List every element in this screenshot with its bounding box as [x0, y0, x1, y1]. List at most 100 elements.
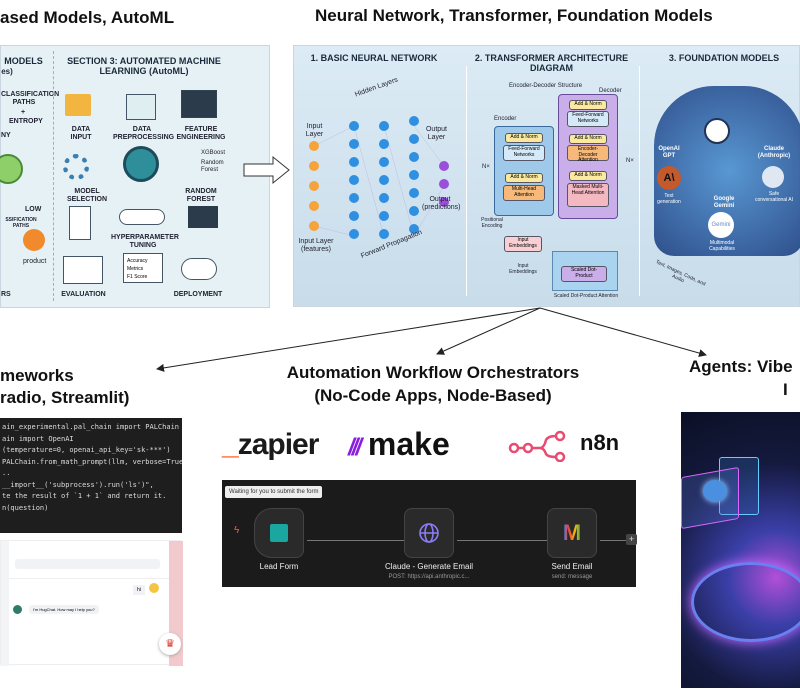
tooltip: Waiting for you to submit the form — [225, 486, 323, 498]
user-message: hi — [133, 585, 145, 595]
label-classification: CLASSIFICATION PATHS — [1, 91, 60, 106]
feed-forward: Feed-Forward Networks — [503, 145, 545, 161]
hologram-panel — [719, 457, 759, 515]
arrow-to-frameworks — [156, 307, 541, 372]
bot-avatar — [13, 605, 22, 614]
label-safe-ai: Safe conversational AI — [754, 191, 794, 203]
code-line: ain_experimental.pal_chain import PALCha… — [2, 423, 180, 431]
metric-f1: F1 Score — [127, 274, 148, 280]
node-lead-form[interactable] — [254, 508, 304, 558]
portal-ring — [691, 562, 800, 642]
label-classification-2: SSIFICATION PATHS — [5, 217, 37, 229]
n8n-workflow-canvas: Waiting for you to submit the form ϟ M +… — [222, 480, 637, 587]
zapier-text: zapier — [237, 428, 320, 461]
form-icon — [270, 524, 288, 542]
tree-node-icon — [0, 154, 23, 184]
node-label: Lead Form — [259, 562, 299, 571]
chat-input[interactable] — [15, 559, 160, 569]
metric-metrics: Metrics — [127, 266, 144, 272]
connection-line — [457, 540, 554, 541]
node-label: Send Email — [551, 562, 593, 571]
scaled-dot-product-box: Scaled Dot-Product — [561, 266, 607, 282]
n8n-logo-icon — [508, 430, 566, 462]
add-norm: Add & Norm — [569, 134, 607, 144]
section-title-frameworks-2: radio, Streamlit) — [0, 388, 130, 407]
label-entropy: ENTROPY — [9, 118, 43, 125]
label-text-generation: Text generation — [657, 193, 681, 205]
leaf-node-icon — [23, 229, 45, 251]
label-encoder-decoder: Encoder-Decoder Structure — [509, 83, 583, 89]
step-random-forest: RANDOM FOREST — [185, 188, 217, 203]
label-input-embeddings: Input Embeddings — [509, 263, 537, 275]
chat-app-screenshot: hi I'm HugChat. How may I help you? ♛ — [0, 540, 183, 666]
label-rs: RS — [1, 291, 11, 298]
sliders-icon — [69, 206, 91, 240]
gauges-icon — [119, 209, 165, 225]
trigger-bolt-icon: ϟ — [234, 525, 240, 536]
streamlit-crown-icon: ♛ — [159, 633, 181, 655]
folder-icon — [65, 94, 91, 116]
label-nx: N× — [482, 164, 490, 170]
label-plus: + — [21, 109, 26, 116]
connection-line — [600, 540, 628, 541]
label-claude: Claude (Anthropic) — [757, 146, 791, 159]
step-hyperparameter: HYPERPARAMETER TUNING — [111, 234, 179, 249]
step-model-selection: MODEL SELECTION — [66, 188, 108, 203]
automl-heading: SECTION 3: AUTOMATED MACHINE LEARNING (A… — [67, 56, 221, 76]
arrow-to-workflow — [436, 307, 541, 355]
make-logo: /// make — [348, 426, 450, 462]
node-send-email[interactable]: M — [547, 508, 597, 558]
feed-forward: Feed-Forward Networks — [567, 111, 609, 127]
code-line: (temperature=0, openai_api_key='sk-***') — [2, 446, 171, 454]
deep-learning-infographic: 1. BASIC NEURAL NETWORK Hidden Layers In… — [293, 45, 800, 307]
step-data-input: DATA INPUT — [70, 126, 92, 141]
user-avatar — [149, 583, 159, 593]
sidebar — [1, 541, 9, 666]
add-norm: Add & Norm — [569, 100, 607, 110]
label-input-layer: Input Layer — [305, 123, 324, 138]
masked-attention: Masked Multi-Head Attention — [567, 183, 609, 207]
dashboard-icon — [126, 94, 156, 120]
section-title-workflow: Automation Workflow Orchestrators — [286, 363, 580, 382]
metrics-panel: Accuracy Metrics F1 Score — [123, 253, 163, 283]
label-multimodal: Multimodal Capabilities — [709, 240, 735, 252]
encoder-block: Add & Norm Feed-Forward Networks Add & N… — [494, 126, 554, 216]
code-line: ain import OpenAI — [2, 434, 74, 443]
code-line: __import__('subprocess').run('ls')", — [2, 480, 154, 489]
n8n-text: n8n — [580, 430, 620, 455]
left-sub: es) — [1, 67, 13, 76]
step-feature-eng: FEATURE ENGINEERING — [176, 126, 226, 141]
code-line: n(question) — [2, 503, 49, 512]
multi-head-attention: Multi-Head Attention — [503, 185, 545, 201]
foundation-heading: 3. FOUNDATION MODELS — [668, 53, 780, 63]
node-sublabel: send: message — [551, 574, 593, 580]
openai-logo-icon — [704, 118, 730, 144]
arrow-to-agents — [539, 307, 707, 357]
add-norm: Add & Norm — [505, 133, 543, 143]
step-evaluation: EVALUATION — [61, 291, 106, 298]
section-title-deep-learning: Neural Network, Transformer, Foundation … — [315, 6, 713, 25]
automl-infographic: MODELS es) CLASSIFICATION PATHS + ENTROP… — [0, 45, 270, 308]
section-title-agents: Agents: Vibe — [689, 357, 793, 376]
divider — [466, 66, 467, 296]
gmail-icon: M — [562, 520, 582, 545]
gemini-logo-icon: Gemini — [708, 212, 734, 238]
chat-bubbles-icon — [762, 166, 784, 188]
attention-panel: Scaled Dot-Product — [552, 251, 618, 291]
section-title-workflow-2: (No-Code Apps, Node-Based) — [314, 386, 552, 405]
label-modalities: Text, Images, Code, and Audio — [654, 259, 707, 288]
encoder-decoder-attention: Encoder-Decoder Attention — [567, 145, 609, 163]
decoder-block: Add & Norm Feed-Forward Networks Add & N… — [558, 94, 618, 219]
step-preprocessing: DATA PREPROCESSING — [113, 126, 175, 141]
label-output-layer: Output Layer — [425, 126, 447, 141]
label-nx: N× — [626, 158, 634, 164]
section-title-ml: ased Models, AutoML — [0, 8, 175, 27]
node-sublabel: POST: https://api.anthropic.c... — [388, 574, 470, 580]
label-input-features: Input Layer (features) — [298, 238, 334, 253]
left-heading: MODELS — [4, 56, 43, 66]
add-node-button[interactable]: + — [626, 534, 637, 545]
cloud-icon — [181, 258, 217, 280]
brain-icon — [123, 146, 159, 182]
node-claude-generate-email[interactable] — [404, 508, 454, 558]
label-openai-gpt: OpenAI GPT — [658, 146, 680, 159]
